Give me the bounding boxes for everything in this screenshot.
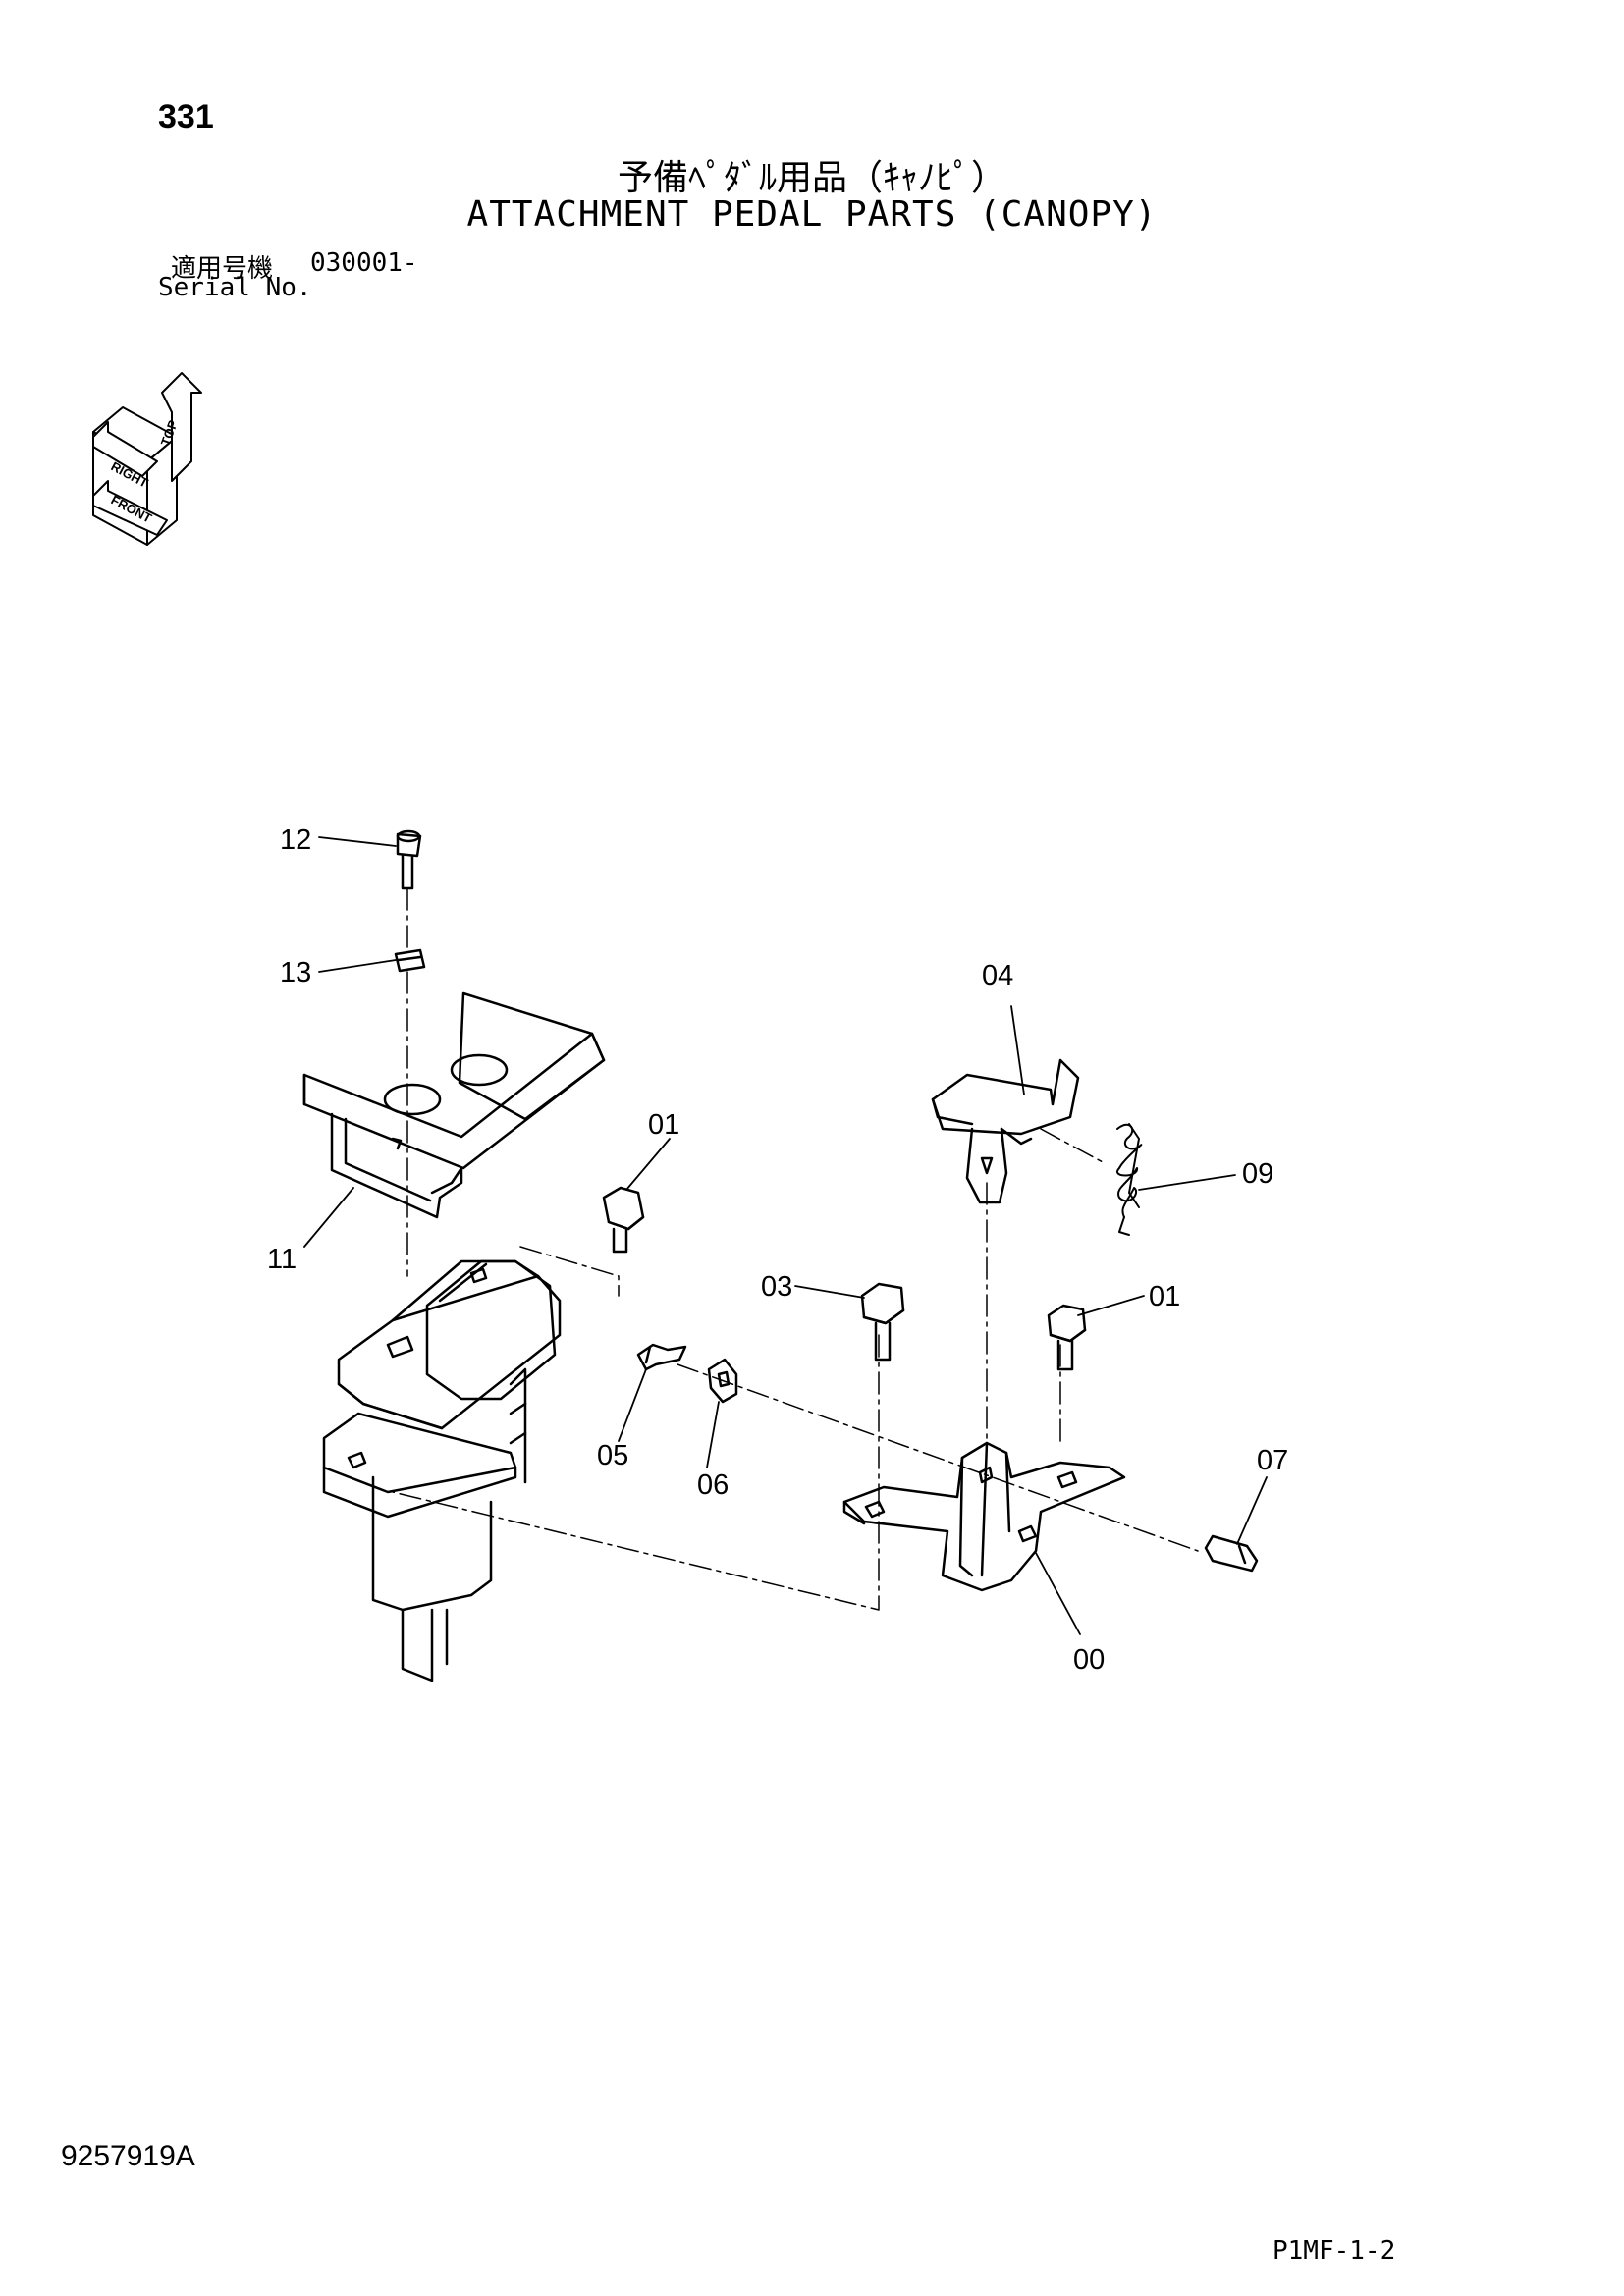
callout-01-upper: 01 <box>648 1109 679 1141</box>
assembly-center-lines <box>392 887 1199 1611</box>
part-00-bracket <box>842 1441 1126 1592</box>
callout-13: 13 <box>280 957 311 988</box>
callout-12: 12 <box>280 825 311 856</box>
part-09-spring <box>1115 1123 1143 1236</box>
sheet-code: P1MF-1-2 <box>1272 2236 1396 2266</box>
orientation-cube-icon: TOP RIGHT FRONT <box>92 372 202 546</box>
part-05-clip <box>636 1343 687 1371</box>
callout-11: 11 <box>267 1244 297 1275</box>
part-01-bolt-upper <box>602 1186 645 1254</box>
callout-05: 05 <box>597 1440 628 1471</box>
callout-00: 00 <box>1073 1644 1105 1676</box>
page-number: 331 <box>158 98 214 135</box>
callout-01-lower: 01 <box>1149 1281 1180 1312</box>
document-code: 9257919A <box>61 2140 195 2172</box>
title-japanese: 予備ﾍﾟﾀﾞﾙ用品（ｷｬﾉﾋﾟ） <box>617 158 1006 198</box>
callout-07: 07 <box>1257 1445 1288 1476</box>
serial-label-english: Serial No. <box>158 273 312 302</box>
title-english: ATTACHMENT PEDAL PARTS (CANOPY) <box>466 194 1158 235</box>
part-07-pin <box>1204 1534 1259 1573</box>
callout-06: 06 <box>697 1469 729 1501</box>
part-12-bolt <box>396 829 422 890</box>
part-13-washer <box>394 948 426 973</box>
callout-09: 09 <box>1242 1158 1273 1190</box>
callout-03: 03 <box>761 1271 792 1303</box>
leader-lines <box>303 836 1268 1635</box>
part-06-washer <box>707 1358 738 1404</box>
part-01-bolt-lower <box>1047 1304 1087 1371</box>
pedal-valve-body <box>322 1259 562 1682</box>
part-04-lever <box>931 1058 1080 1204</box>
serial-label-japanese: 適用号機 <box>171 254 274 284</box>
part-03-bolt <box>860 1282 905 1362</box>
part-11-pedal <box>302 991 606 1219</box>
callout-04: 04 <box>982 960 1013 991</box>
serial-value: 030001- <box>310 248 418 278</box>
